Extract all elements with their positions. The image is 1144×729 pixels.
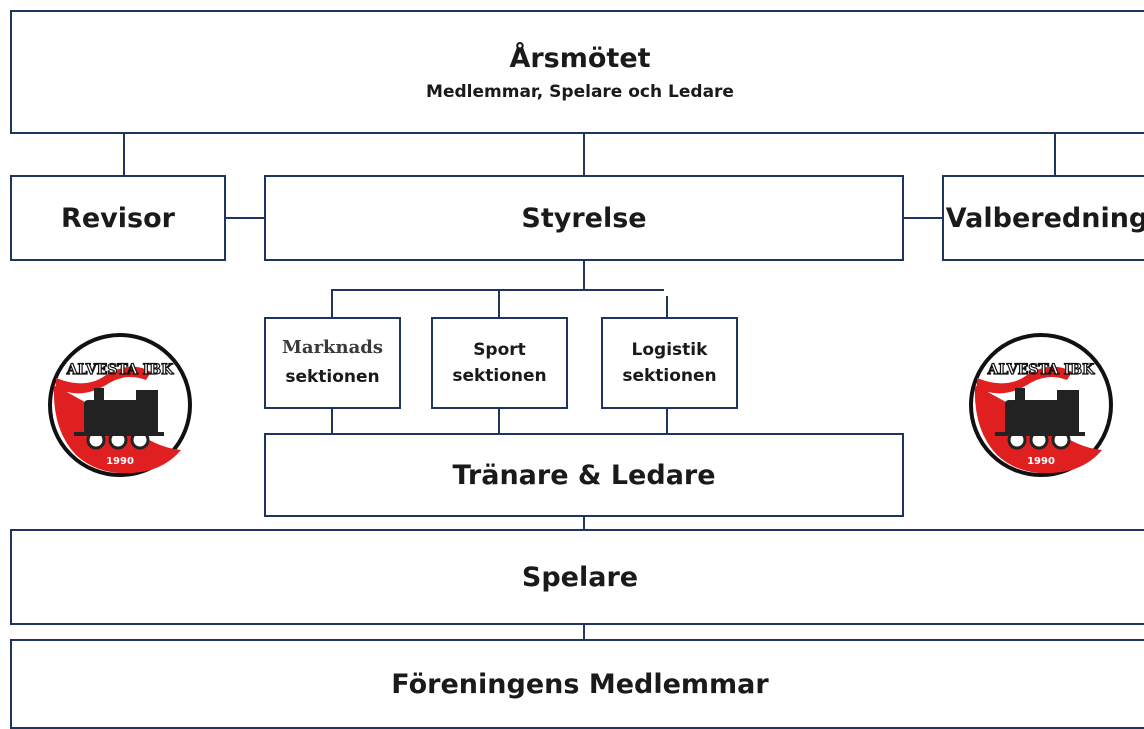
- foreningens-medlemmar-label: Föreningens Medlemmar: [391, 668, 769, 700]
- logistik-label: Logistik: [631, 340, 708, 360]
- sport-sektionen-box: Sport sektionen: [431, 317, 568, 409]
- revisor-label: Revisor: [61, 202, 175, 234]
- marknads-sub: sektionen: [285, 366, 380, 387]
- styrelse-label: Styrelse: [521, 202, 647, 234]
- locomotive-icon: [74, 388, 164, 450]
- connector-styrelse-valberedning: [903, 217, 943, 219]
- logo-left-year: 1990: [106, 456, 134, 467]
- connector-styrelse-sections: [583, 260, 585, 290]
- connector-revisor-styrelse: [225, 217, 265, 219]
- connector-arsmotet-styrelse: [583, 133, 585, 176]
- logistik-sektionen-box: Logistik sektionen: [601, 317, 738, 409]
- alvesta-ibk-logo-right: ALVESTA IBK 1990: [969, 333, 1113, 477]
- connector-arsmotet-valberedning: [1054, 133, 1056, 176]
- connector-arsmotet-revisor: [123, 133, 125, 176]
- locomotive-icon: [995, 388, 1085, 450]
- connector-logistik-tranare: [666, 408, 668, 434]
- foreningens-medlemmar-box: Föreningens Medlemmar: [10, 639, 1144, 729]
- alvesta-ibk-logo-left: ALVESTA IBK 1990: [48, 333, 192, 477]
- connector-spelare-medlemmar: [583, 624, 585, 640]
- logo-left-text: ALVESTA IBK: [66, 362, 174, 378]
- spelare-box: Spelare: [10, 529, 1144, 625]
- connector-marknads-tranare: [331, 408, 333, 434]
- logo-right-year: 1990: [1027, 456, 1055, 467]
- connector-tranare-spelare: [583, 516, 585, 530]
- sport-sub: sektionen: [452, 366, 547, 386]
- arsmotet-box: Årsmötet Medlemmar, Spelare och Ledare: [10, 10, 1144, 134]
- tranare-ledare-label: Tränare & Ledare: [452, 459, 716, 491]
- styrelse-box: Styrelse: [264, 175, 904, 261]
- arsmotet-title: Årsmötet: [509, 42, 651, 74]
- tranare-ledare-box: Tränare & Ledare: [264, 433, 904, 517]
- valberedning-box: Valberedning: [942, 175, 1144, 261]
- arsmotet-subtitle: Medlemmar, Spelare och Ledare: [426, 81, 734, 102]
- valberedning-label: Valberedning: [945, 202, 1144, 234]
- connector-sport-tranare: [498, 408, 500, 434]
- revisor-box: Revisor: [10, 175, 226, 261]
- connector-sections-bar: [331, 289, 664, 291]
- logistik-sub: sektionen: [622, 366, 717, 386]
- connector-bar-sport: [498, 289, 500, 318]
- spelare-label: Spelare: [521, 561, 639, 593]
- connector-bar-logistik: [666, 296, 668, 318]
- marknads-sektionen-box: Marknads sektionen: [264, 317, 401, 409]
- connector-bar-marknads: [331, 289, 333, 318]
- marknads-label: Marknads: [281, 336, 383, 358]
- sport-label: Sport: [473, 340, 526, 360]
- logo-right-text: ALVESTA IBK: [987, 362, 1095, 378]
